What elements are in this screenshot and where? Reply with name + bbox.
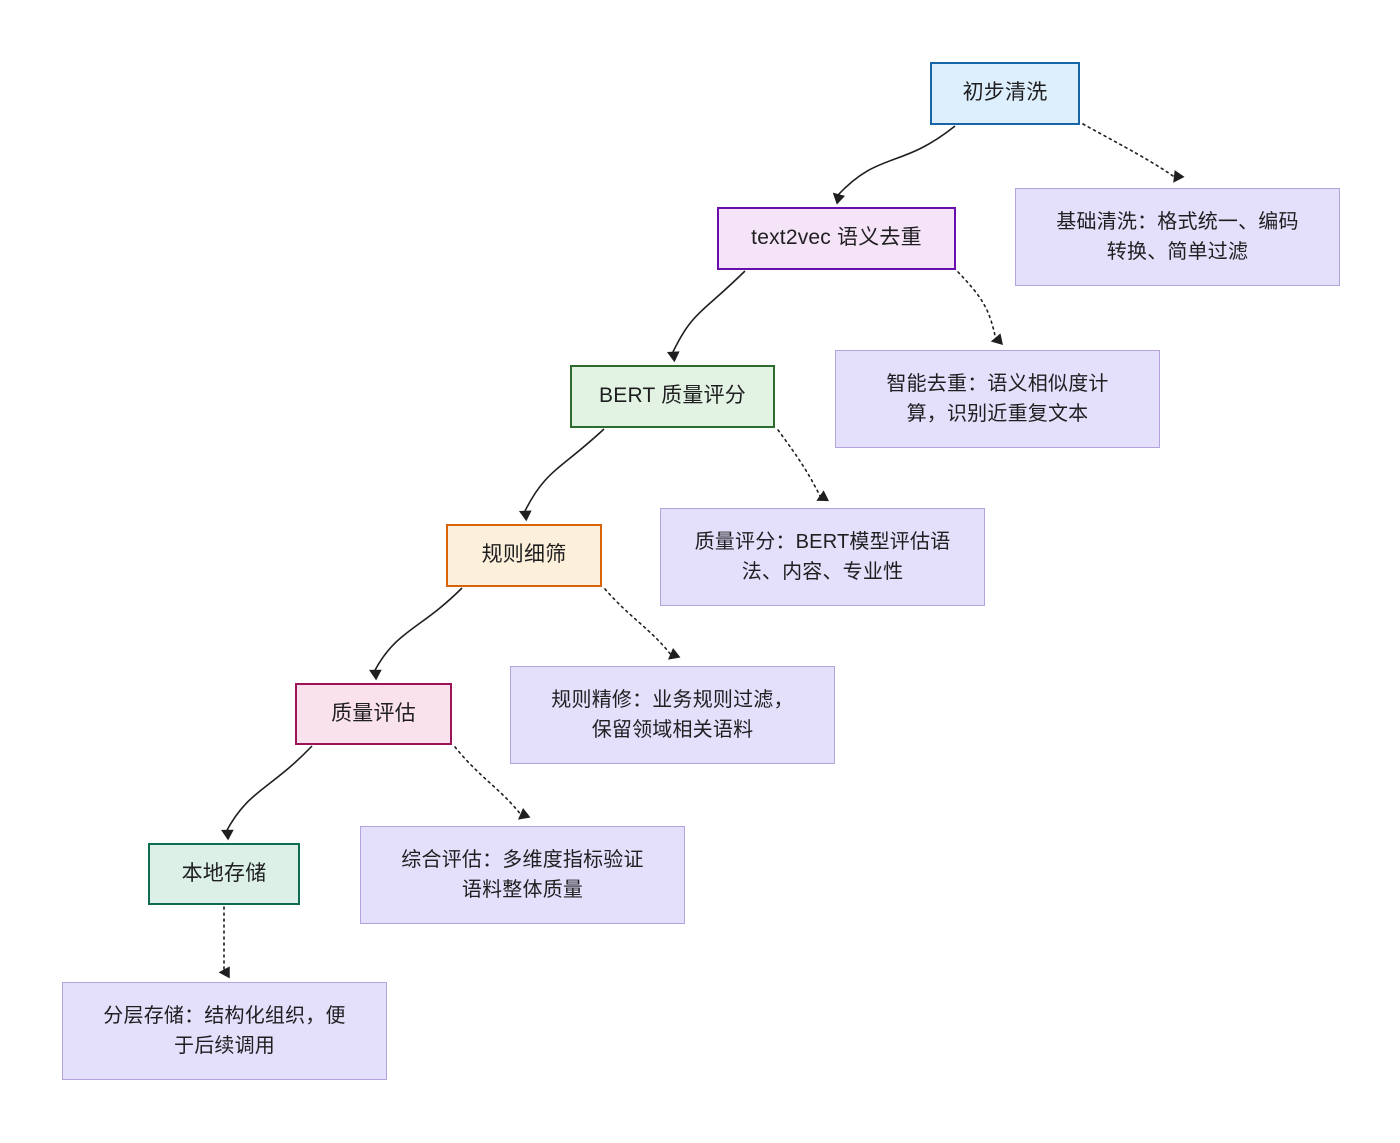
edge-n2-n3 [666, 270, 746, 363]
edge-n1-note1 [1082, 123, 1185, 183]
node-rule-filter[interactable]: 规则细筛 [446, 524, 602, 587]
note-text: 分层存储：结构化组织，便 于后续调用 [103, 1005, 346, 1057]
node-quality-assessment[interactable]: 质量评估 [295, 683, 452, 745]
edge-n1-n2 [832, 125, 956, 205]
note-text: 规则精修：业务规则过滤， 保留领域相关语料 [551, 689, 794, 741]
node-text2vec-dedup[interactable]: text2vec 语义去重 [717, 207, 956, 270]
node-chu-bu-qing-xi[interactable]: 初步清洗 [930, 62, 1080, 125]
note-text: 质量评分：BERT模型评估语 法、内容、专业性 [694, 531, 951, 583]
edge-n3-n4 [518, 428, 605, 522]
note-rule-refine: 规则精修：业务规则过滤， 保留领域相关语料 [510, 666, 835, 764]
note-basic-cleaning: 基础清洗：格式统一、编码 转换、简单过滤 [1015, 188, 1340, 286]
node-local-storage[interactable]: 本地存储 [148, 843, 300, 905]
note-text: 基础清洗：格式统一、编码 转换、简单过滤 [1056, 211, 1299, 263]
node-label: 规则细筛 [481, 543, 567, 567]
edge-n5-n6 [220, 745, 313, 841]
node-bert-quality-score[interactable]: BERT 质量评分 [570, 365, 775, 428]
node-label: 本地存储 [181, 861, 267, 885]
note-quality-score: 质量评分：BERT模型评估语 法、内容、专业性 [660, 508, 985, 606]
note-tiered-storage: 分层存储：结构化组织，便 于后续调用 [62, 982, 387, 1080]
node-label: 初步清洗 [962, 81, 1048, 105]
note-smart-dedup: 智能去重：语义相似度计 算，识别近重复文本 [835, 350, 1160, 448]
note-text: 智能去重：语义相似度计 算，识别近重复文本 [886, 373, 1109, 425]
note-comprehensive-eval: 综合评估：多维度指标验证 语料整体质量 [360, 826, 685, 924]
node-label: BERT 质量评分 [599, 384, 746, 408]
node-label: 质量评估 [331, 701, 416, 725]
edge-n4-n5 [368, 587, 463, 681]
edge-n2-note2 [957, 271, 1003, 346]
edge-n3-note3 [777, 429, 830, 502]
note-text: 综合评估：多维度指标验证 语料整体质量 [401, 849, 644, 901]
node-label: text2vec 语义去重 [751, 226, 922, 250]
